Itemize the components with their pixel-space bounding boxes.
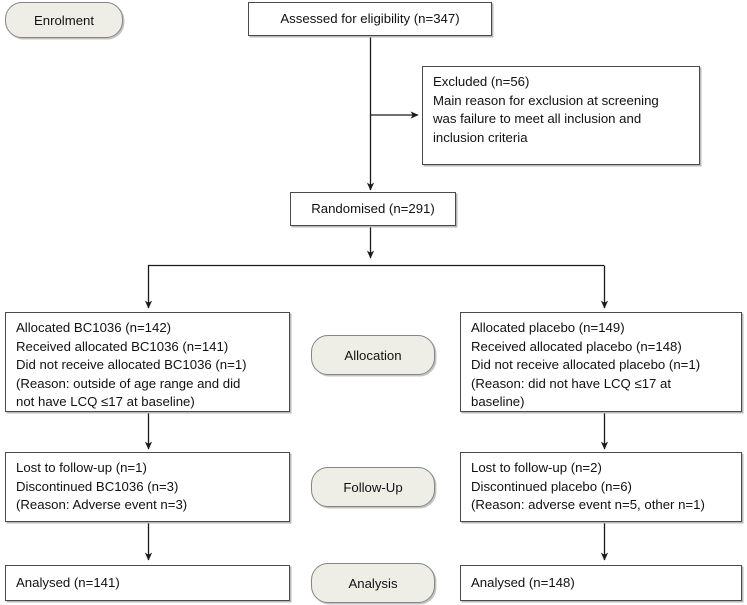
node-followup-treatment: Lost to follow-up (n=1) Discontinued BC1…	[5, 452, 290, 522]
node-allocated-placebo-text: Allocated placebo (n=149) Received alloc…	[471, 320, 701, 409]
node-followup-treatment-text: Lost to follow-up (n=1) Discontinued BC1…	[16, 460, 188, 512]
node-followup-placebo-text: Lost to follow-up (n=2) Discontinued pla…	[471, 460, 705, 512]
node-randomised: Randomised (n=291)	[290, 192, 456, 226]
stage-label-allocation: Allocation	[311, 335, 435, 375]
node-followup-placebo: Lost to follow-up (n=2) Discontinued pla…	[460, 452, 742, 522]
stage-label-enrolment: Enrolment	[5, 2, 123, 38]
stage-label-followup: Follow-Up	[311, 467, 435, 507]
node-excluded: Excluded (n=56) Main reason for exclusio…	[422, 66, 700, 165]
stage-label-enrolment-text: Enrolment	[33, 12, 95, 28]
stage-label-analysis-text: Analysis	[348, 575, 398, 591]
stage-label-allocation-text: Allocation	[344, 347, 402, 363]
node-analysed-treatment: Analysed (n=141)	[5, 565, 290, 601]
node-excluded-text: Excluded (n=56) Main reason for exclusio…	[433, 74, 659, 145]
node-analysed-placebo-text: Analysed (n=148)	[471, 574, 575, 590]
node-allocated-treatment-text: Allocated BC1036 (n=142) Received alloca…	[16, 320, 247, 409]
stage-label-analysis: Analysis	[311, 563, 435, 603]
node-analysed-placebo: Analysed (n=148)	[460, 565, 742, 601]
node-assessed-for-eligibility: Assessed for eligibility (n=347)	[248, 2, 492, 36]
node-allocated-treatment: Allocated BC1036 (n=142) Received alloca…	[5, 312, 290, 412]
node-allocated-placebo: Allocated placebo (n=149) Received alloc…	[460, 312, 742, 412]
node-analysed-treatment-text: Analysed (n=141)	[16, 574, 120, 590]
node-assessed-for-eligibility-text: Assessed for eligibility (n=347)	[280, 10, 460, 26]
node-randomised-text: Randomised (n=291)	[311, 200, 435, 216]
stage-label-followup-text: Follow-Up	[343, 479, 403, 495]
